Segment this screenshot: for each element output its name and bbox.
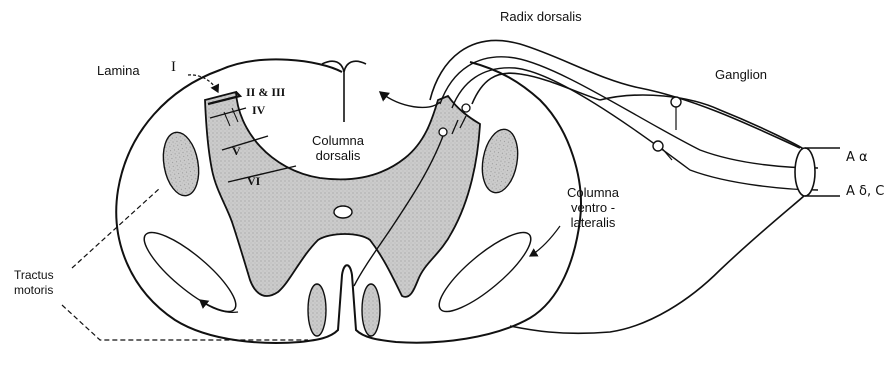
columna-ventrolateralis-line-1: Columna: [555, 185, 631, 200]
lamina-vi-label: VI: [247, 175, 260, 188]
right-lateral-tract: [478, 127, 523, 196]
columna-dorsalis-line-1: Columna: [298, 133, 378, 148]
left-ventral-tract: [308, 284, 326, 336]
tractus-motoris-label: Tractus motoris: [14, 268, 54, 298]
synapse-terminal-1: [439, 128, 447, 136]
lamina-v-label: V: [232, 145, 241, 158]
grey-matter: [205, 92, 480, 297]
columna-ventrolateralis-label: Columna ventro - lateralis: [555, 185, 631, 230]
lamina-label: Lamina: [97, 63, 140, 78]
columna-dorsalis-line-2: dorsalis: [298, 148, 378, 163]
tractus-motoris-line-1: Tractus: [14, 268, 54, 283]
columna-ventrolateralis-pointer: [530, 226, 560, 256]
fiber-a-alpha-label: A α: [846, 150, 868, 165]
lamina-i-label: I: [171, 61, 176, 74]
lamina-ii-iii-label: II & III: [246, 86, 285, 99]
ganglion-label: Ganglion: [715, 67, 767, 82]
right-ventral-tract: [362, 284, 380, 336]
lamina-iv-label: IV: [252, 104, 265, 117]
left-tractus-motoris: [135, 222, 246, 323]
fiber-a-delta-c-label: A δ, C: [846, 184, 884, 199]
columna-dorsalis-label: Columna dorsalis: [298, 133, 378, 163]
synapse-terminal-2: [462, 104, 470, 112]
tractus-pointer-lower: [62, 305, 308, 340]
central-canal: [334, 206, 352, 218]
left-lateral-tract: [159, 130, 204, 199]
columna-ventrolateralis-line-3: lateralis: [555, 215, 631, 230]
dorsal-root-outer-lower: [472, 73, 600, 104]
columna-ventrolateralis-line-2: ventro -: [555, 200, 631, 215]
ganglion-cell-body-1: [671, 97, 681, 107]
nerve-stump: [795, 148, 815, 196]
radix-dorsalis-label: Radix dorsalis: [500, 9, 582, 24]
ganglion-cell-body-2: [653, 141, 663, 151]
tractus-motoris-line-2: motoris: [14, 283, 54, 298]
dorsal-root-outer-upper: [430, 41, 800, 148]
